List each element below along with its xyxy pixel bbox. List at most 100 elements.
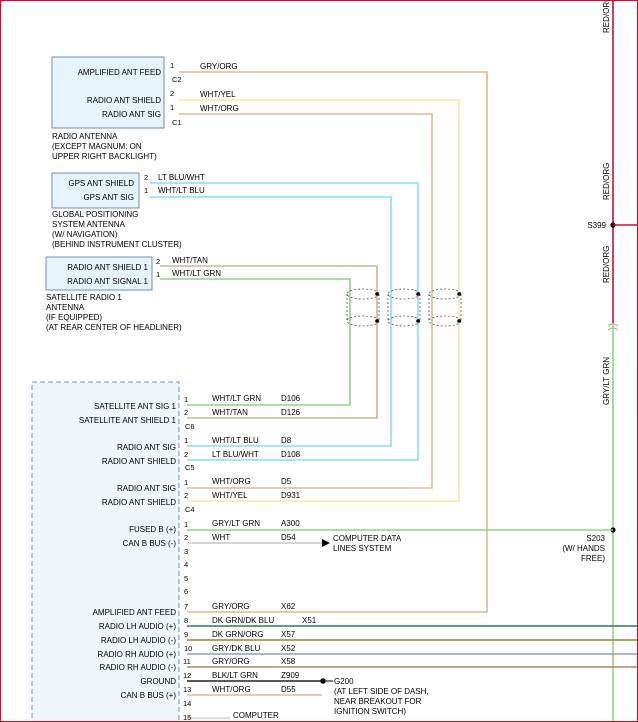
component-caption: GLOBAL POSITIONING [52,210,138,219]
circuit-label: A300 [281,519,300,528]
pin-num: 1 [184,520,188,529]
circuit-label: D55 [281,685,296,694]
s203-label: (W/ HANDS [562,544,605,553]
computer-data-label: LINES SYSTEM [333,544,392,553]
component-caption: (BEHIND INSTRUMENT CLUSTER) [52,240,182,249]
pin-num: 2 [184,533,188,542]
pin-num: 1 [184,395,188,404]
pin-num: 2 [184,491,188,500]
pin-label-amp-feed: AMPLIFIED ANT FEED [78,68,162,77]
pin-num: 4 [184,560,188,569]
module-pin-label: CAN B BUS (+) [121,691,177,700]
vertical-wire-label: RED/ORG [602,246,611,283]
radio-antenna-box [51,56,165,129]
pin-num: 6 [184,587,188,596]
circuit-label: X58 [281,657,296,666]
wire-gps-sig [150,196,392,447]
pin-label-radio-sig: RADIO ANT SIG [102,110,161,119]
pin-num: 2 [144,173,148,182]
wire-color-label: WHT/TAN [172,256,208,265]
component-caption: (W/ NAVIGATION) [52,230,118,239]
wire-color-label: GRY/ORG [212,657,250,666]
g200-label: (AT LEFT SIDE OF DASH, [334,687,429,696]
module-pin-label: GROUND [140,677,176,686]
wire-color-label: LT BLU/WHT [158,173,205,182]
pin-num: 2 [184,408,188,417]
pin-label-sat-shield: RADIO ANT SHIELD 1 [67,263,148,272]
s203-label: S203 [586,534,605,543]
module-pin-label: SATELLITE ANT SHIELD 1 [79,416,177,425]
pin-label-radio-shield: RADIO ANT SHIELD [87,96,161,105]
wire-color-label: WHT/YEL [212,491,248,500]
module-pin-label: RADIO ANT SHIELD [102,498,176,507]
module-pin-label: RADIO LH AUDIO (+) [99,622,176,631]
module-wire-labels: WHT/LT GRN D106 WHT/TAN D126 WHT/LT BLU … [212,394,317,694]
wire-color-label: GRY/LT GRN [212,519,260,528]
pin-label-sat-sig: RADIO ANT SIGNAL 1 [67,277,148,286]
vertical-wire-label: RED/ORG [602,163,611,200]
module-pin-label: RADIO ANT SIG [117,443,176,452]
pin-num: 5 [184,574,188,583]
wire-color-label: WHT/YEL [200,90,236,99]
pin-num: 1 [184,436,188,445]
module-pin-label: RADIO LH AUDIO (-) [101,636,176,645]
component-caption: UPPER RIGHT BACKLIGHT) [52,152,157,161]
g200-label: G200 [334,677,354,686]
module-pin-label: RADIO ANT SHIELD [102,457,176,466]
circuit-label: X52 [281,644,296,653]
pin-num: 7 [184,602,188,611]
pin-num: 2 [156,257,160,266]
component-caption: RADIO ANTENNA [52,132,118,141]
module-pin-label: FUSED B (+) [129,525,176,534]
s203-label: FREE) [581,554,605,563]
pin-num: 2 [170,89,174,98]
pin-num: 14 [183,699,191,708]
connector-label: C5 [185,463,195,472]
computer-bottom-label: COMPUTER [233,711,279,720]
circuit-label: X62 [281,602,296,611]
pin-num: 15 [183,713,191,722]
circuit-label: D5 [281,477,292,486]
circuit-label: D931 [281,491,301,500]
circuit-label: D126 [281,408,301,417]
component-caption: (IF EQUIPPED) [46,313,102,322]
wire-color-label: GRY/ORG [200,62,238,71]
component-caption: (EXCEPT MAGNUM: ON [52,142,142,151]
module-pin-label: CAN B BUS (-) [123,539,177,548]
pin-label-gps-shield: GPS ANT SHIELD [68,179,134,188]
pin-num: 10 [184,644,192,653]
component-caption: ANTENNA [46,303,85,312]
circuit-label: D54 [281,533,296,542]
module-pin-label: RADIO ANT SIG [117,484,176,493]
gps-antenna-box [51,172,140,209]
wire-color-label: WHT [212,533,230,542]
circuit-label: X57 [281,630,296,639]
radio-module-box [31,381,180,722]
wire-color-label: DK GRN/DK BLU [212,616,274,625]
wire-color-label: GRY/ORG [212,602,250,611]
module-pin-label: RADIO RH AUDIO (+) [98,650,177,659]
vertical-wire-label: RED/ORG [602,0,611,33]
pin-num: 12 [183,671,191,680]
wire-color-label: GRY/DK BLU [212,644,261,653]
pin-num: 1 [156,270,160,279]
coax-shield-dots [375,292,461,323]
wire-color-label: LT BLU/WHT [212,450,259,459]
module-pin-label: SATELLITE ANT SIG 1 [94,402,177,411]
connector-label: C4 [185,505,195,514]
circuit-label: D106 [281,394,301,403]
pin-num: 3 [184,547,188,556]
vertical-wire-label: GRY/LT GRN [602,357,611,405]
g200-ground-point [320,678,326,684]
wire-color-label: WHT/ORG [212,685,251,694]
wire-radio-shield [179,99,460,502]
wire-color-label: DK GRN/ORG [212,630,264,639]
wire-sat-sig [160,278,351,406]
pin-num: 2 [184,450,188,459]
wire-color-label: WHT/LT GRN [172,269,221,278]
arrow-computer-data [322,539,330,547]
computer-data-label: COMPUTER DATA [333,534,402,543]
pin-num: 1 [184,478,188,487]
component-caption: (AT REAR CENTER OF HEADLINER) [46,323,182,332]
